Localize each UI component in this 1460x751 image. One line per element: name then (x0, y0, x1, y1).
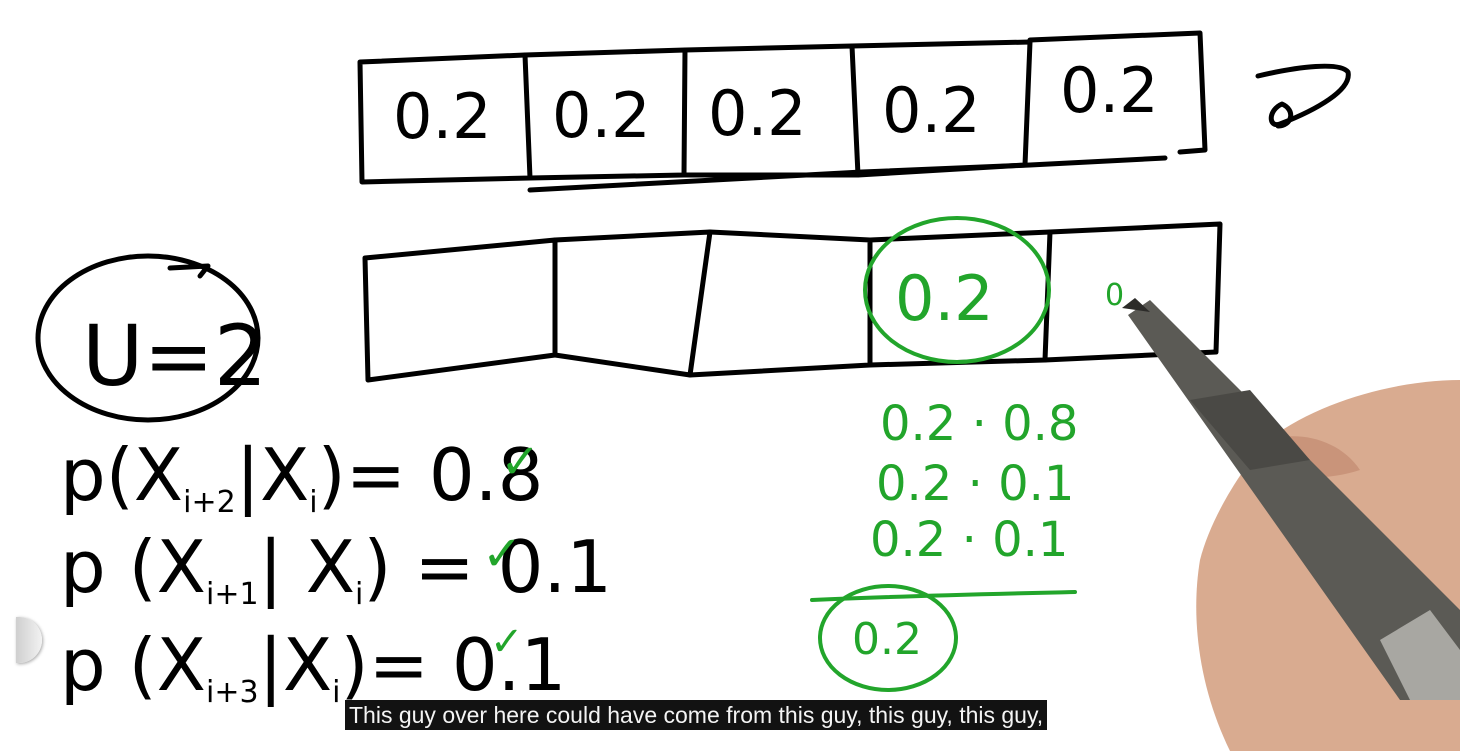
equation-1-left: p(X (60, 433, 183, 517)
computation-result: 0.2 (852, 614, 922, 665)
equation-2-sub-a: i+1 (206, 577, 259, 612)
equation-3: p (Xi+3|Xi)= 0.1 (60, 623, 566, 710)
computation-term-2: 0.2 · 0.1 (876, 456, 1074, 512)
equation-1-mid: |X (236, 433, 310, 518)
equation-1-sub-a: i+2 (183, 485, 236, 520)
posterior-row-cell-1-outline (362, 237, 558, 383)
equation-2-sub-b: i (355, 577, 363, 612)
subtitle-caption: This guy over here could have come from … (345, 700, 1048, 730)
equation-3-mid: |X (259, 623, 333, 708)
equation-2-rhs: ) = 0.1 (363, 525, 612, 609)
posterior-row-cell-5-outline (1042, 221, 1223, 363)
prior-row-cell-1-value: 0.2 (393, 80, 492, 153)
equation-3-rhs: )= 0.1 (341, 623, 567, 707)
equation-2-mid: | X (259, 525, 355, 610)
equations: p(Xi+2|Xi)= 0.8 ✓ p (Xi+1| Xi) = 0.1 ✓ p… (60, 433, 612, 710)
motion-label-circle (35, 253, 261, 423)
equation-2-left: p (X (60, 525, 206, 609)
prior-row-cell-2-value: 0.2 (552, 79, 651, 152)
equation-3-sub-b: i (332, 675, 340, 710)
posterior-row: 0.2 0 (362, 216, 1223, 383)
equation-1-check: ✓ (500, 434, 540, 490)
posterior-row-cell-3-outline (687, 229, 873, 378)
equation-1-rhs: )= 0.8 (318, 433, 544, 517)
prior-row-cell-5-value: 0.2 (1060, 54, 1159, 127)
posterior-highlight-circle (863, 216, 1051, 364)
computation-term-1: 0.2 · 0.8 (880, 396, 1078, 452)
computation-term-3: 0.2 · 0.1 (870, 512, 1068, 568)
equation-2-check: ✓ (482, 526, 522, 582)
motion-label-text: U=2 (82, 307, 267, 405)
pen-grip (1190, 390, 1310, 470)
prior-row-cell-2-outline (522, 47, 688, 181)
equation-3-sub-a: i+3 (206, 675, 259, 710)
posterior-row-cell-2-outline (552, 229, 713, 378)
prior-row-bottom-stroke (527, 155, 1168, 193)
equation-2: p (Xi+1| Xi) = 0.1 (60, 525, 612, 612)
equation-3-check: ✓ (490, 619, 524, 665)
robot-sketch (1255, 63, 1351, 129)
prior-row: 0.2 0.2 0.2 0.2 0.2 (357, 30, 1208, 193)
equation-1-sub-b: i (309, 485, 317, 520)
pen-end (1380, 610, 1460, 700)
equation-3-left: p (X (60, 623, 206, 707)
equation-1: p(Xi+2|Xi)= 0.8 (60, 433, 543, 520)
posterior-row-cell-4-value: 0.2 (895, 262, 994, 335)
motion-label-tail (167, 263, 211, 279)
pen-tip (1122, 298, 1150, 312)
prior-row-cell-3-value: 0.2 (708, 77, 807, 150)
computation-result-circle (818, 584, 958, 692)
prior-row-cell-5-outline (1027, 30, 1208, 155)
posterior-row-cell-5-value: 0 (1105, 278, 1124, 313)
prior-row-cell-4-value: 0.2 (882, 74, 981, 147)
motion-label: U=2 (35, 253, 267, 423)
hand-with-pen (1122, 298, 1460, 751)
computation: 0.2 · 0.8 0.2 · 0.1 0.2 · 0.1 0.2 (810, 396, 1078, 692)
